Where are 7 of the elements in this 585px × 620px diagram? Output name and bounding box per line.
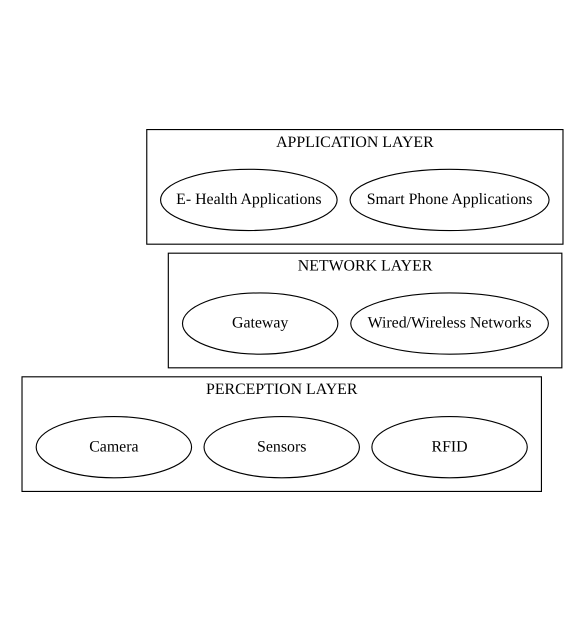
node-ellipse: Gateway	[182, 292, 338, 354]
node-ellipse: Smart Phone Applications	[350, 168, 550, 231]
node-ellipse: RFID	[371, 415, 528, 478]
node-ellipse: E- Health Applications	[160, 168, 338, 231]
node-ellipse: Sensors	[203, 415, 360, 478]
node-ellipse: Wired/Wireless Networks	[350, 292, 549, 354]
node-ellipse: Camera	[36, 415, 192, 478]
